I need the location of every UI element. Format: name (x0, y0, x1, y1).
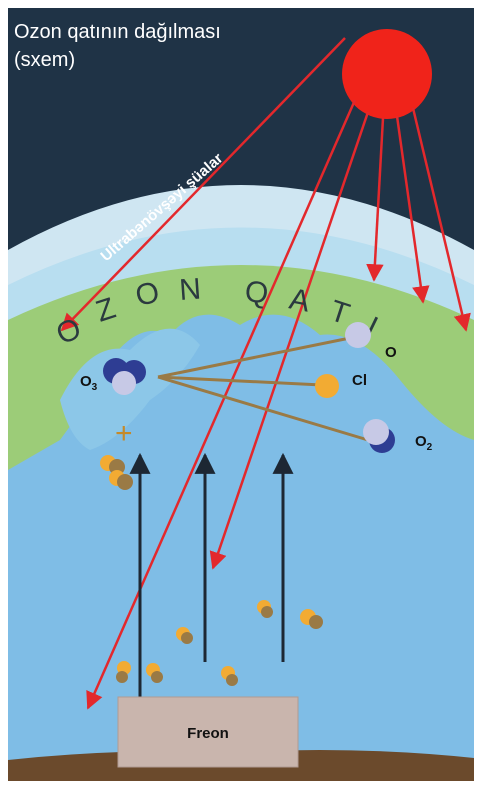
reaction-line-cl (157, 375, 323, 387)
freon-source-label: Freon (187, 725, 229, 742)
reaction-line-o (157, 336, 351, 379)
freon-particle-5 (300, 609, 323, 629)
plus-sign: + (115, 417, 133, 450)
freon-particle-3 (176, 627, 193, 644)
freon-particles (100, 455, 323, 686)
diagram-title-line-2: (sxem) (14, 49, 76, 71)
o-label: O (385, 344, 397, 361)
cl-label: Cl (352, 372, 367, 389)
uv-ray-1 (60, 37, 346, 332)
ozone-letter-4: N (178, 273, 202, 307)
freon-particle-1 (100, 455, 125, 475)
freon-particle-7 (146, 663, 163, 683)
reaction-line-o2 (157, 375, 369, 442)
freon-particle-2 (109, 470, 133, 490)
uv-rays (60, 37, 471, 710)
ozone-molecule (103, 358, 146, 395)
diagram-title-line-1: Ozon qatının dağılması (14, 21, 221, 43)
uv-ray-6 (411, 107, 471, 332)
freon-rising-arrows (129, 452, 294, 742)
uv-ray-3 (209, 111, 370, 570)
freon-particle-8 (221, 666, 238, 686)
uv-ray-2 (86, 99, 357, 710)
uv-ray-5 (395, 115, 430, 304)
freon-particle-4 (257, 600, 273, 618)
freon-particle-6 (116, 661, 131, 683)
reaction-lines (157, 336, 369, 442)
o3-label: O3 (80, 373, 98, 393)
oxygen-atom (345, 322, 371, 348)
uv-ray-4 (366, 117, 385, 282)
ozone-letter-5: Q (243, 275, 270, 310)
freon-source-box (117, 696, 299, 768)
o2-label: O2 (415, 433, 433, 453)
sun (342, 29, 432, 119)
oxygen-molecule (363, 419, 395, 453)
chlorine-atom (315, 374, 339, 398)
